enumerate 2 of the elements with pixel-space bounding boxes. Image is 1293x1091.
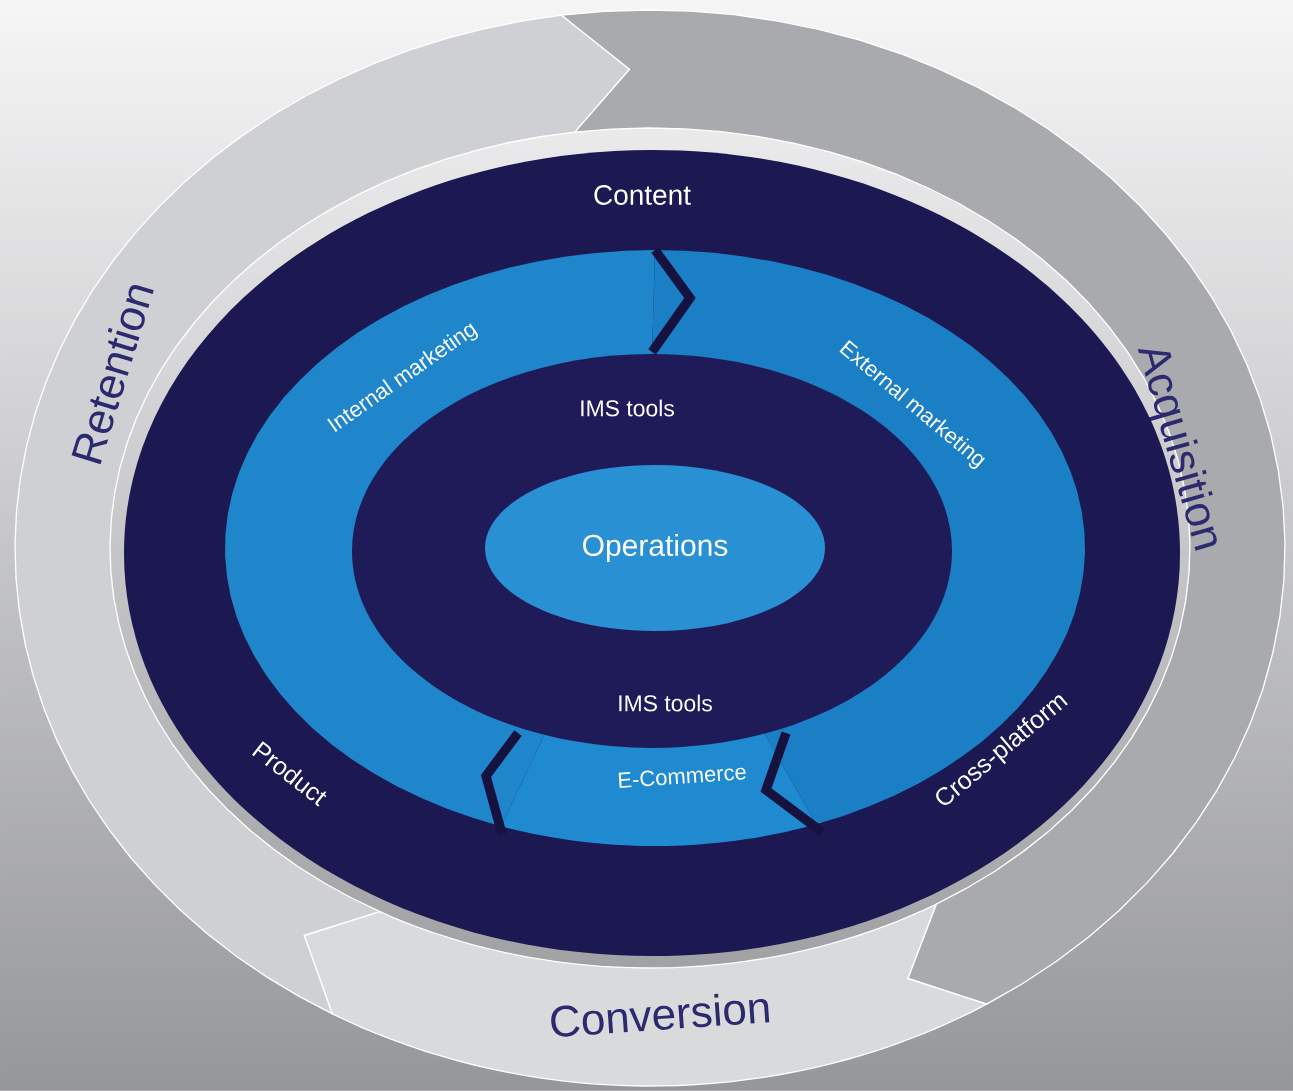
ring-segment: E-Commerce	[500, 731, 817, 846]
ring: Operations	[485, 465, 825, 631]
